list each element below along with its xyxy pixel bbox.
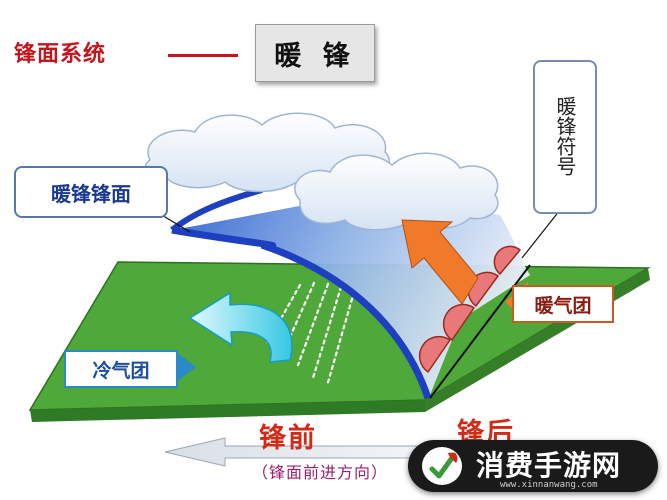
warm-air-mass-label: 暖气团 — [512, 285, 614, 323]
front-symbol-label: 暖锋符号 — [553, 96, 577, 176]
leaf-check-icon — [422, 447, 462, 485]
warm-air-arrow — [401, 219, 479, 305]
watermark-url: www.xinnanwang.com — [500, 480, 598, 490]
cold-label-arrow — [176, 352, 196, 382]
front-symbol-callout — [533, 60, 597, 214]
system-title: 锋面系统 — [14, 42, 107, 67]
cloud-front — [294, 152, 499, 231]
front-type-title: 暖 锋 — [255, 24, 375, 82]
leader-lines — [159, 209, 561, 259]
movement-direction-label: （锋面前进方向） — [252, 463, 389, 482]
cold-air-arrow — [188, 291, 293, 363]
cold-air-mass-label: 冷气团 — [64, 350, 178, 388]
warm-front-symbol — [418, 245, 522, 374]
watermark-brand: 消费手游网 — [476, 449, 622, 482]
front-surface-label: 暖锋锋面 — [14, 166, 168, 218]
ahead-of-front-label: 锋前 — [259, 423, 317, 454]
title-divider — [168, 54, 238, 57]
